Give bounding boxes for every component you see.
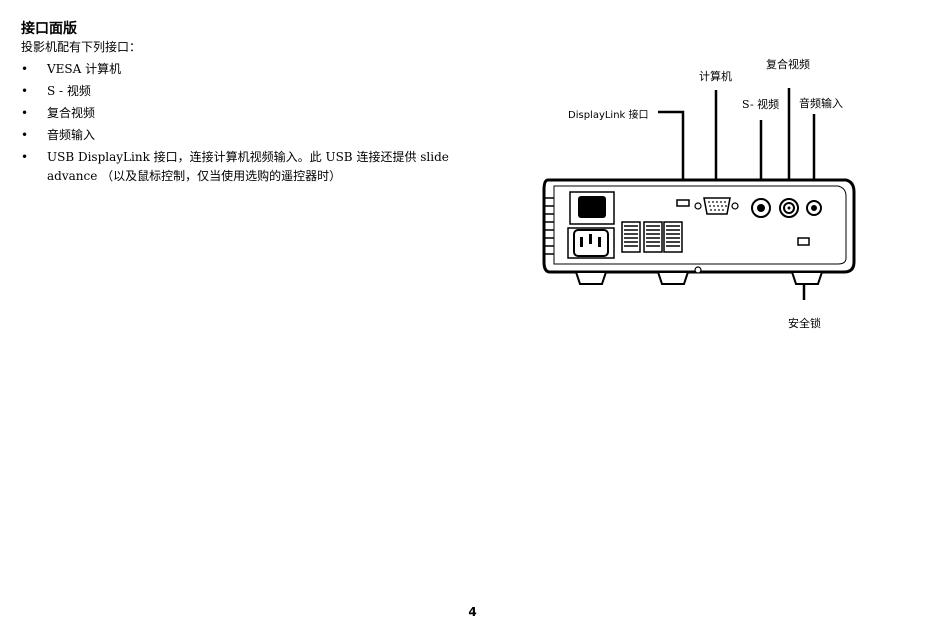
- label-displaylink: DisplayLink 接口: [568, 110, 649, 121]
- list-item: •USB DisplayLink 接口，连接计算机视频输入。此 USB 连接还提…: [21, 150, 449, 183]
- usb-port: [676, 199, 690, 207]
- projector-body: [542, 178, 856, 285]
- connector-list: •VESA 计算机 •S - 视频 •复合视频 •音频输入 •USB Displ…: [21, 60, 451, 189]
- list-item: •S - 视频: [21, 82, 451, 101]
- label-computer: 计算机: [699, 70, 732, 83]
- bullet-icon: •: [21, 62, 29, 76]
- bullet-icon: •: [21, 84, 29, 98]
- displaylink-callout-line: [658, 110, 685, 198]
- page-number: 4: [468, 605, 477, 619]
- list-item: •音频输入: [21, 126, 451, 145]
- section-heading: 接口面版: [21, 21, 77, 37]
- bullet-icon: •: [21, 128, 29, 142]
- label-security-lock: 安全锁: [788, 317, 821, 330]
- projector-rear-diagram: [542, 88, 856, 300]
- intro-text: 投影机配有下列接口：: [21, 40, 142, 54]
- bullet-icon: •: [21, 150, 29, 164]
- label-svideo: S- 视频: [742, 98, 780, 111]
- label-audio: 音频输入: [799, 97, 843, 110]
- label-composite: 复合视频: [766, 58, 810, 71]
- bullet-icon: •: [21, 106, 29, 120]
- list-item: •VESA 计算机: [21, 60, 451, 79]
- lock-slot: [797, 237, 810, 246]
- list-item: •复合视频: [21, 104, 451, 123]
- vga-port: [694, 197, 739, 215]
